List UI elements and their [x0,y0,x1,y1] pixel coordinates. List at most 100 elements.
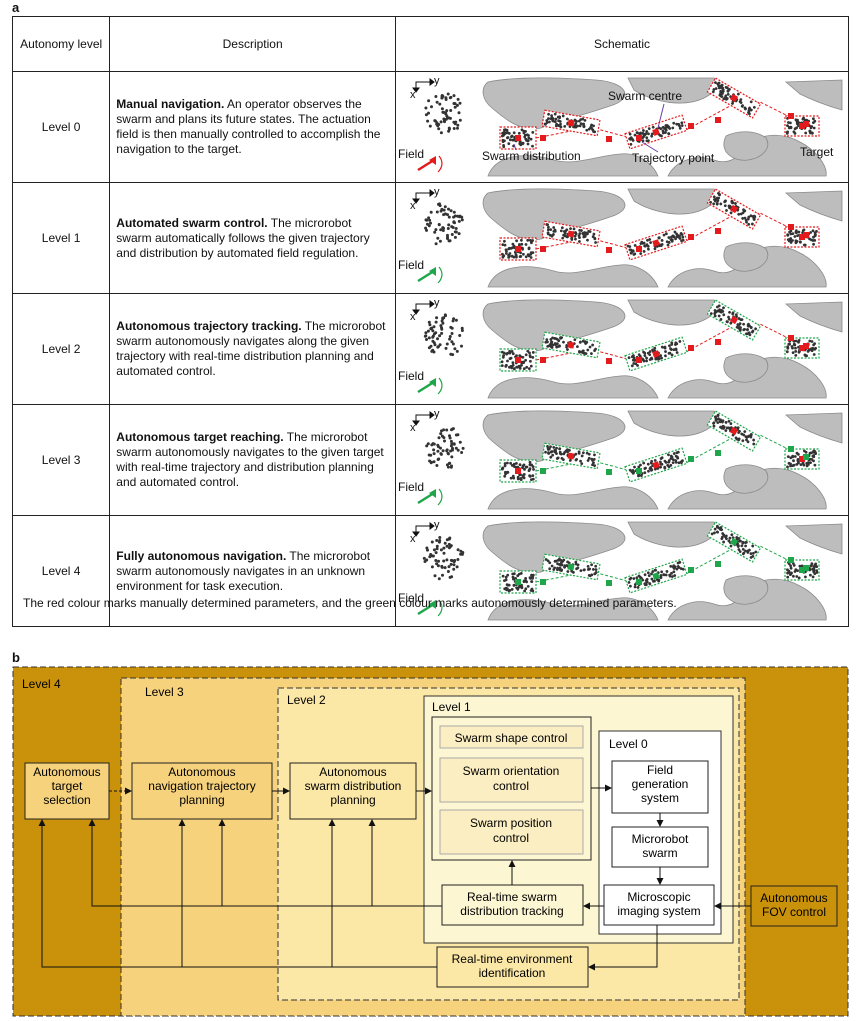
description-text: An operator observes the swarm and plans… [116,97,381,156]
microrobot [424,338,428,341]
microrobot [449,562,453,566]
nav-planning-line-3: planning [179,793,224,807]
swarm-distribution [541,220,601,248]
microrobot [673,230,677,234]
microrobot [514,255,518,259]
microrobot [555,342,559,346]
microrobot [426,442,430,446]
microrobot [521,252,525,256]
microrobot [455,565,459,569]
obstacle [784,301,843,333]
microrobot [510,464,514,467]
microrobot [808,129,812,133]
microrobot [717,191,720,195]
microrobot [427,99,431,103]
microrobot [743,216,747,220]
trajectory-point [787,557,794,563]
microrobot [789,239,793,242]
microrobot [431,442,435,446]
microrobot [671,461,675,465]
microrobot [744,544,747,548]
microrobot [801,117,805,121]
microrobot [452,567,456,571]
microrobot [523,589,526,593]
microrobot [786,465,789,469]
microrobot [811,121,815,124]
microrobot [727,315,730,319]
microrobot [450,442,454,446]
microrobot [570,238,574,241]
microrobot [642,461,646,465]
microrobot [636,364,639,367]
microrobot [424,106,428,110]
microrobot [429,344,433,348]
microrobot [794,350,798,353]
microrobot [738,322,742,326]
description-text: The microrobot swarm autonomously naviga… [116,319,386,378]
microrobot [643,583,647,587]
microrobot [795,575,799,578]
microrobot [594,241,597,244]
obstacle [627,299,718,326]
microrobot [670,353,674,357]
microrobot [501,574,505,578]
microrobot [717,314,721,318]
microrobot [712,202,716,206]
microrobot [593,453,596,457]
microrobot [441,226,445,230]
microrobot [792,130,796,134]
level-label: Level 4 [11,515,111,627]
microrobot [456,97,460,101]
microrobot [511,138,515,142]
microrobot [812,459,815,463]
microrobot [461,446,465,450]
microrobot [428,218,432,222]
microrobot [752,442,756,446]
microrobot [427,336,431,340]
microrobot [737,317,741,320]
microrobot [659,457,663,461]
microrobot [721,419,725,423]
microrobot [672,121,676,125]
microrobot [445,448,449,452]
trajectory-point [714,450,721,456]
microrobot [546,444,549,448]
microrobot [668,574,672,578]
microrobot [591,459,594,462]
swarm-distribution-pointer [513,143,517,151]
microrobot [545,223,549,226]
microrobot [810,349,814,352]
microrobot [633,585,637,589]
microrobot [459,552,463,556]
trajectory-point [539,246,546,252]
microrobot [727,87,731,91]
microrobot [551,117,555,121]
microrobot [809,564,813,568]
microrobot [557,339,561,343]
microrobot [455,349,459,353]
microrobot [786,124,789,127]
microrobot [594,568,598,571]
microrobot [433,230,437,234]
microrobot [443,566,447,570]
microrobot [439,324,443,328]
swarm-distribution [541,442,601,470]
microrobot [812,565,816,568]
microrobot [718,93,722,97]
microrobot [709,312,713,315]
trajectory-point [635,468,642,474]
microrobot [743,430,747,433]
microrobot [678,237,682,240]
y-axis-arrowhead [429,300,435,308]
microrobot [574,458,578,462]
microrobot [649,241,652,244]
microrobot [797,576,801,580]
microrobot [527,367,531,370]
microrobot [726,92,730,96]
trajectory-point [635,135,642,141]
microrobot [630,250,634,254]
microrobot [442,120,446,124]
microrobot [452,317,456,321]
microrobot [578,232,582,235]
